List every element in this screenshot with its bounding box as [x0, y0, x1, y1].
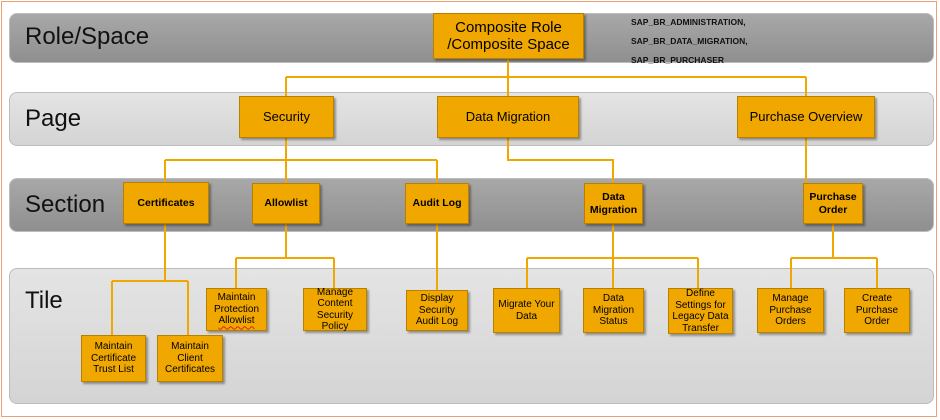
node-section-purchase-order: Purchase Order	[803, 183, 863, 224]
node-page-purchase-overview-label: Purchase Overview	[749, 108, 863, 124]
band-label-page: Page	[25, 105, 82, 132]
band-label-tile: Tile	[25, 287, 63, 314]
node-tile-create-purchase-order: Create Purchase Order	[844, 288, 910, 333]
node-tile-manage-purchase-orders: Manage Purchase Orders	[757, 288, 824, 333]
node-section-data-migration: Data Migration	[584, 183, 643, 224]
node-section-allowlist: Allowlist	[252, 183, 320, 224]
node-tile-display-audit-log-label: Display Security Audit Log	[415, 293, 459, 328]
role-item: SAP_BR_DATA_MIGRATION,	[631, 36, 748, 46]
tile-label-allowlist-word: Allowlist	[218, 315, 255, 327]
node-tile-migration-status: Data Migration Status	[583, 288, 644, 333]
connector-role-pages	[285, 59, 807, 96]
node-tile-maintain-client-certs-label: Maintain Client Certificates	[164, 341, 215, 376]
node-tile-manage-purchase-orders-label: Manage Purchase Orders	[769, 293, 812, 328]
node-page-purchase-overview: Purchase Overview	[737, 96, 875, 138]
node-tile-manage-csp-label: Manage Content Security Policy	[316, 286, 354, 333]
node-tile-manage-csp: Manage Content Security Policy	[303, 286, 367, 333]
node-tile-maintain-cert-trust-label: Maintain Certificate Trust List	[90, 341, 136, 376]
node-tile-maintain-cert-trust: Maintain Certificate Trust List	[81, 335, 146, 382]
connector-po-tiles	[790, 224, 878, 288]
node-tile-maintain-protection-allowlist-label: Maintain Protection Allowlist	[214, 292, 259, 327]
role-item: SAP_BR_PURCHASER	[631, 55, 725, 65]
node-section-data-migration-label: Data Migration	[589, 191, 638, 216]
tile-label-part: Maintain Protection	[213, 292, 260, 315]
node-tile-migrate-your-data-label: Migrate Your Data	[498, 299, 555, 322]
connector-certificates-tiles	[111, 224, 189, 335]
node-page-security-label: Security	[263, 108, 310, 124]
connector-dm-tiles	[526, 224, 699, 288]
node-section-audit-log-label: Audit Log	[412, 197, 462, 210]
node-tile-maintain-protection-allowlist: Maintain Protection Allowlist	[206, 288, 267, 331]
node-composite-role-label: Composite Role /Composite Space	[447, 18, 570, 53]
node-tile-migrate-your-data: Migrate Your Data	[493, 288, 560, 333]
node-tile-create-purchase-order-label: Create Purchase Order	[855, 293, 899, 328]
node-composite-role: Composite Role /Composite Space	[433, 13, 584, 59]
band-label-role-space: Role/Space	[25, 23, 150, 50]
node-tile-display-audit-log: Display Security Audit Log	[406, 290, 468, 331]
connector-datamigration-section	[507, 138, 614, 183]
node-tile-migration-status-label: Data Migration Status	[592, 293, 635, 328]
role-item: SAP_BR_ADMINISTRATION,	[631, 17, 746, 27]
node-section-audit-log: Audit Log	[405, 183, 469, 224]
node-tile-define-settings-label: Define Settings for Legacy Data Transfer	[672, 288, 729, 334]
connector-allowlist-tiles	[235, 224, 335, 288]
band-label-section: Section	[25, 191, 106, 218]
node-section-certificates: Certificates	[123, 182, 209, 224]
node-section-allowlist-label: Allowlist	[264, 197, 308, 210]
node-page-data-migration: Data Migration	[437, 96, 579, 138]
node-page-data-migration-label: Data Migration	[465, 108, 551, 124]
node-tile-maintain-client-certs: Maintain Client Certificates	[157, 335, 223, 382]
node-section-purchase-order-label: Purchase Order	[809, 191, 857, 216]
node-tile-define-settings: Define Settings for Legacy Data Transfer	[668, 288, 733, 334]
connector-security-sections	[164, 138, 438, 183]
node-page-security: Security	[239, 96, 334, 138]
role-list: SAP_BR_ADMINISTRATION, SAP_BR_DATA_MIGRA…	[631, 13, 748, 70]
node-section-certificates-label: Certificates	[137, 196, 195, 209]
